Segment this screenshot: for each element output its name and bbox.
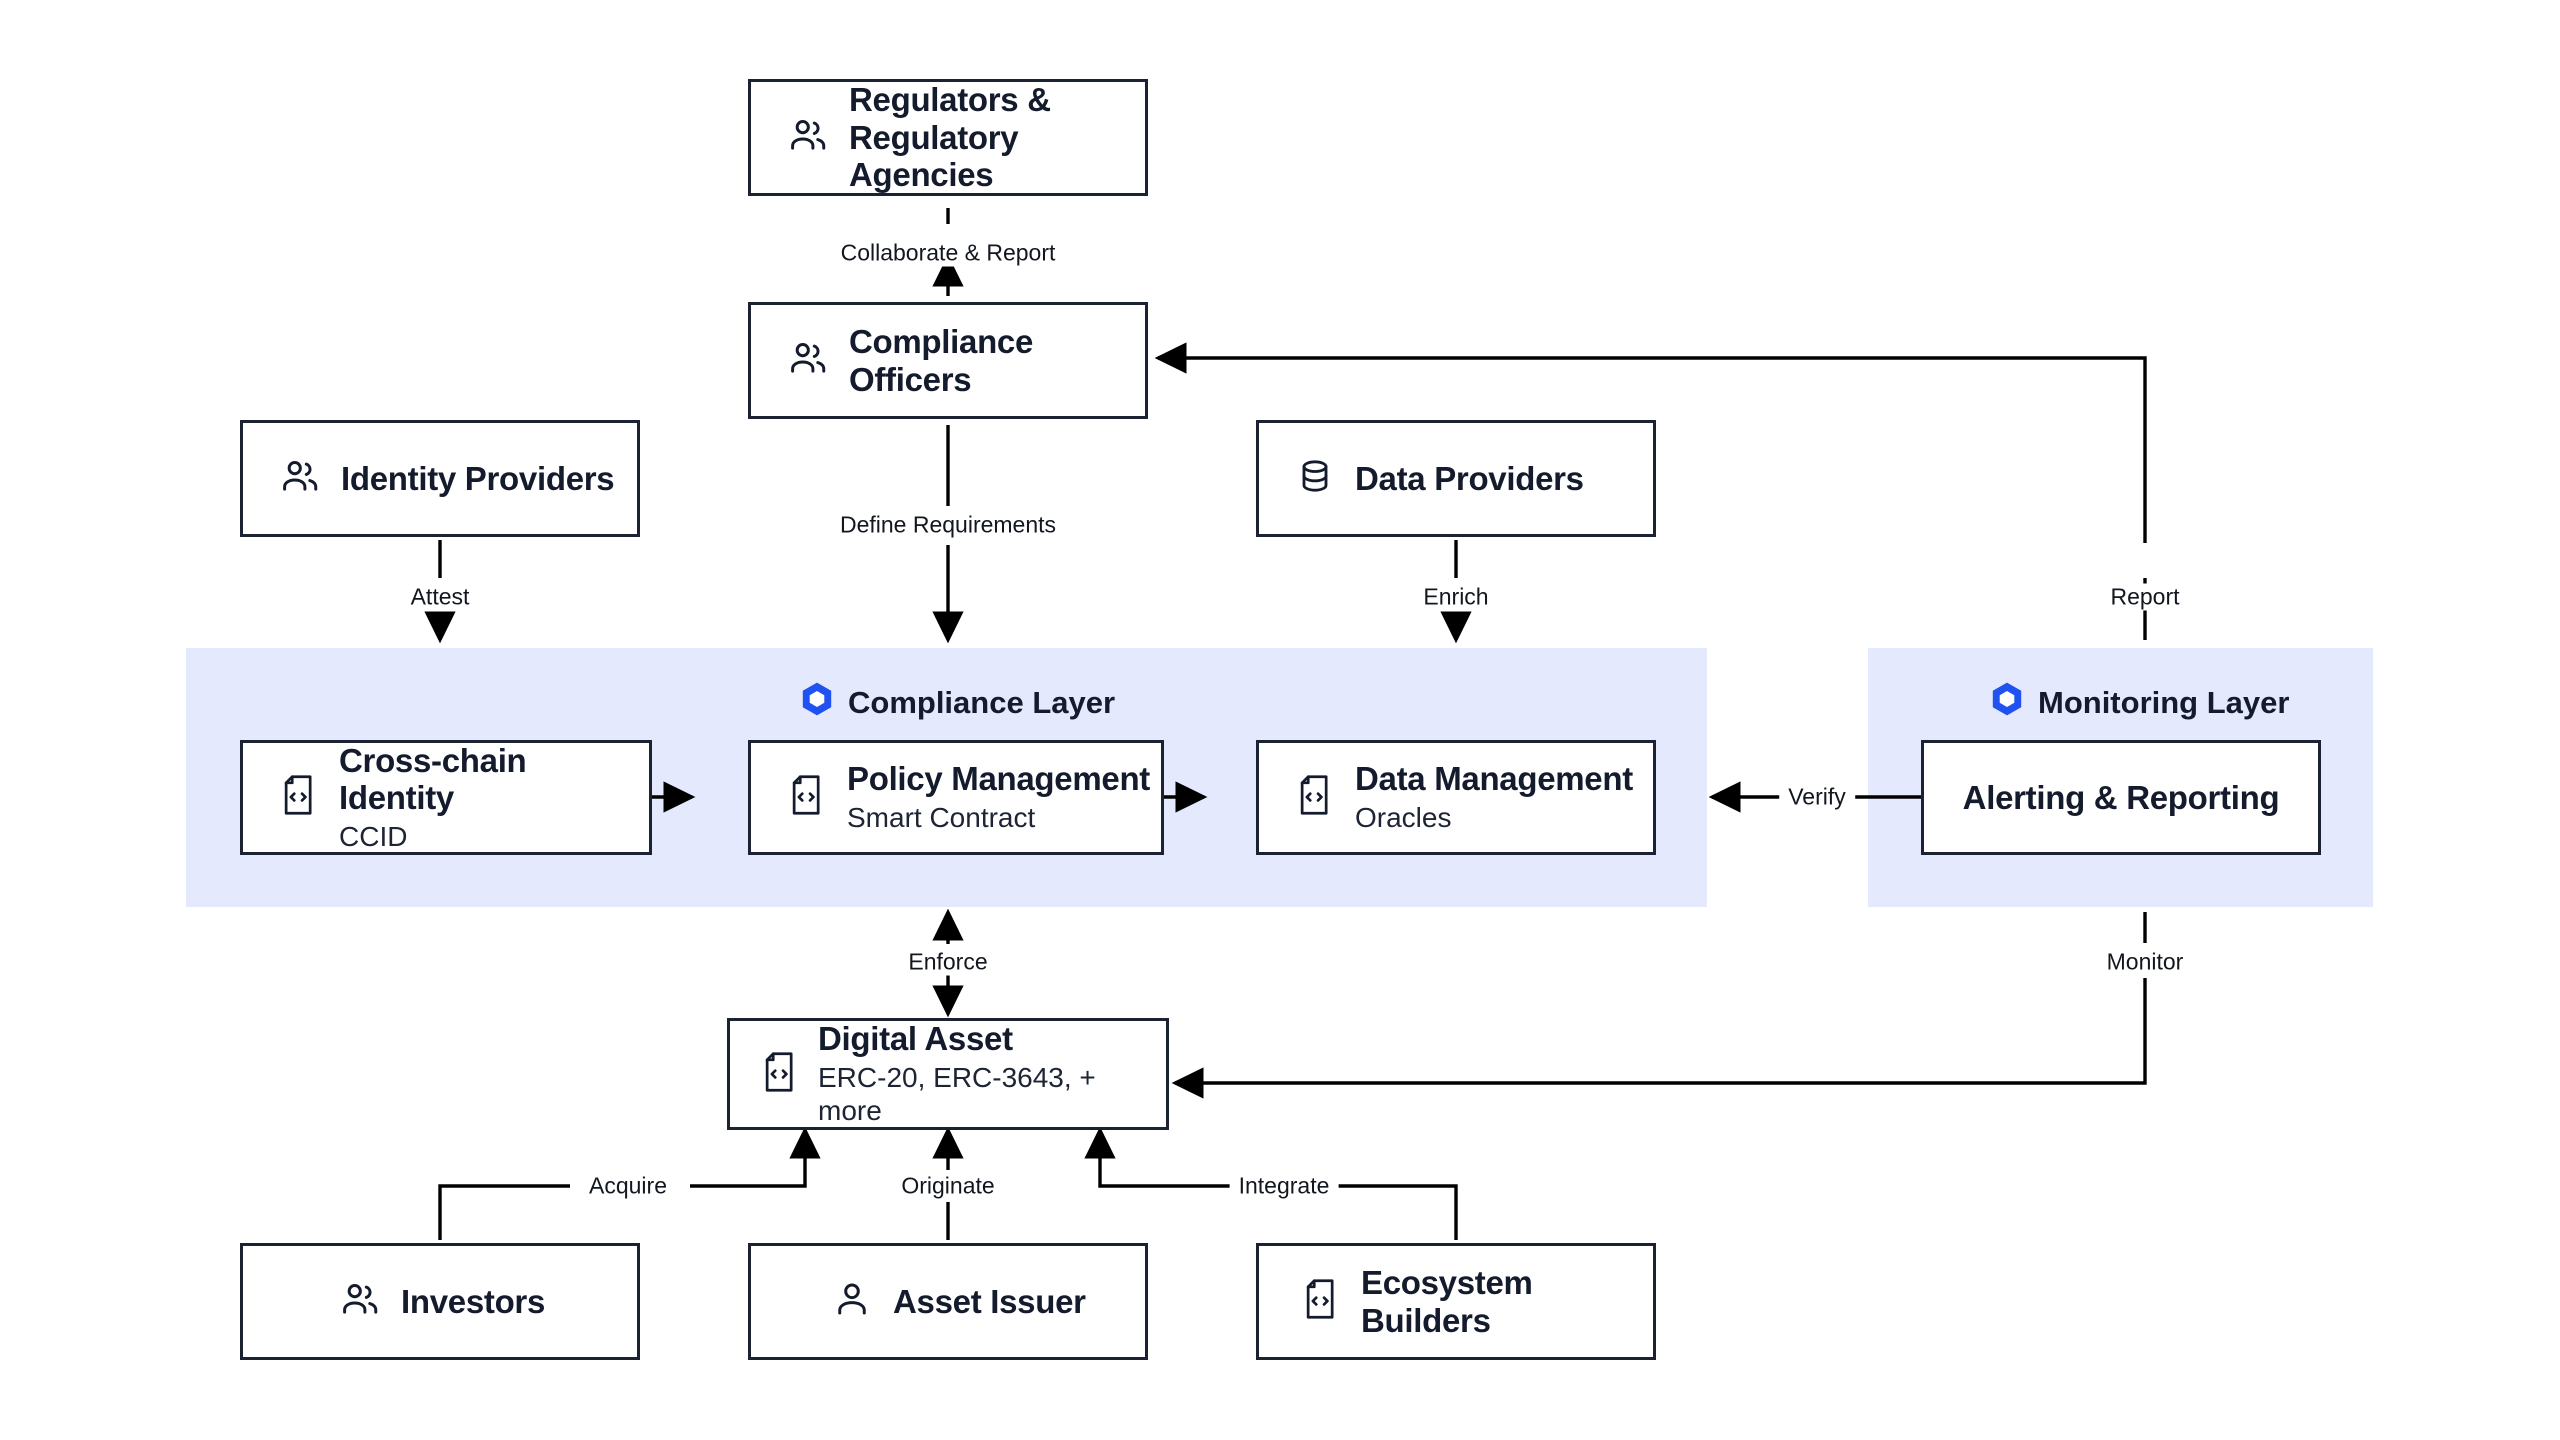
node-identity-providers[interactable]: Identity Providers bbox=[240, 420, 640, 537]
edge-label-collaborate-report: Collaborate & Report bbox=[831, 239, 1065, 267]
node-label: Data Providers bbox=[1355, 460, 1584, 498]
node-label: Alerting & Reporting bbox=[1963, 779, 2280, 817]
code-file-icon bbox=[787, 773, 827, 822]
node-title-line1: Regulators & bbox=[849, 81, 1051, 119]
node-ecosystem-builders[interactable]: Ecosystem Builders bbox=[1256, 1243, 1656, 1360]
node-cross-chain-identity[interactable]: Cross-chain Identity CCID bbox=[240, 740, 652, 855]
node-compliance-officers[interactable]: Compliance Officers bbox=[748, 302, 1148, 419]
node-title: Policy Management bbox=[847, 760, 1150, 798]
node-title: Investors bbox=[401, 1282, 546, 1320]
users-icon bbox=[787, 337, 829, 384]
hexagon-icon bbox=[800, 680, 834, 726]
node-label: Regulators & Regulatory Agencies bbox=[849, 81, 1145, 194]
database-icon bbox=[1295, 456, 1335, 501]
edge-label-acquire: Acquire bbox=[580, 1172, 676, 1200]
code-file-icon bbox=[279, 773, 319, 822]
node-title: Cross-chain Identity bbox=[339, 741, 527, 817]
node-digital-asset[interactable]: Digital Asset ERC-20, ERC-3643, + more bbox=[727, 1018, 1169, 1130]
code-file-icon bbox=[1295, 773, 1335, 822]
code-file-icon bbox=[760, 1050, 800, 1099]
users-icon bbox=[279, 455, 321, 502]
node-title: Asset Issuer bbox=[893, 1282, 1086, 1320]
node-label: Digital Asset ERC-20, ERC-3643, + more bbox=[818, 1020, 1166, 1128]
edge-label-define-requirements: Define Requirements bbox=[830, 511, 1066, 539]
node-title: Digital Asset bbox=[818, 1020, 1013, 1058]
node-investors[interactable]: Investors bbox=[240, 1243, 640, 1360]
edge-label-originate: Originate bbox=[892, 1172, 1004, 1200]
edge-label-integrate: Integrate bbox=[1229, 1172, 1339, 1200]
node-label: Ecosystem Builders bbox=[1361, 1264, 1653, 1339]
node-alerting-reporting[interactable]: Alerting & Reporting bbox=[1921, 740, 2321, 855]
edge-label-monitor: Monitor bbox=[2097, 948, 2193, 976]
node-title: Compliance Officers bbox=[849, 322, 1034, 398]
node-subtitle: ERC-20, ERC-3643, + more bbox=[818, 1061, 1096, 1127]
monitoring-layer-title: Monitoring Layer bbox=[1990, 680, 2289, 726]
node-label: Investors bbox=[401, 1283, 545, 1321]
edge-label-report: Report bbox=[2101, 583, 2189, 611]
code-file-icon bbox=[1301, 1277, 1341, 1326]
edge-label-enrich: Enrich bbox=[1414, 583, 1498, 611]
compliance-layer-label: Compliance Layer bbox=[848, 685, 1116, 720]
node-data-management[interactable]: Data Management Oracles bbox=[1256, 740, 1656, 855]
node-title: Alerting & Reporting bbox=[1962, 778, 2280, 816]
hexagon-icon bbox=[1990, 680, 2024, 726]
user-icon bbox=[831, 1278, 873, 1325]
node-subtitle: Oracles bbox=[1355, 802, 1452, 833]
node-label: Compliance Officers bbox=[849, 323, 1145, 398]
compliance-layer-title: Compliance Layer bbox=[800, 680, 1115, 726]
node-subtitle: CCID bbox=[339, 820, 408, 852]
node-regulators[interactable]: Regulators & Regulatory Agencies bbox=[748, 79, 1148, 196]
node-title: Identity Providers bbox=[341, 459, 615, 497]
edge-label-enforce: Enforce bbox=[899, 948, 997, 976]
node-policy-management[interactable]: Policy Management Smart Contract bbox=[748, 740, 1164, 855]
node-label: Policy Management Smart Contract bbox=[847, 760, 1150, 834]
node-label: Cross-chain Identity CCID bbox=[339, 742, 649, 854]
users-icon bbox=[339, 1278, 381, 1325]
node-title: Ecosystem Builders bbox=[1361, 1263, 1533, 1339]
node-title: Data Providers bbox=[1355, 459, 1584, 497]
node-subtitle: Smart Contract bbox=[847, 802, 1036, 833]
users-icon bbox=[787, 114, 829, 161]
edge-label-verify: Verify bbox=[1779, 783, 1855, 811]
node-data-providers[interactable]: Data Providers bbox=[1256, 420, 1656, 537]
node-title-line2: Regulatory Agencies bbox=[849, 118, 1019, 194]
node-asset-issuer[interactable]: Asset Issuer bbox=[748, 1243, 1148, 1360]
node-label: Data Management Oracles bbox=[1355, 760, 1633, 834]
node-label: Asset Issuer bbox=[893, 1283, 1086, 1321]
node-title: Data Management bbox=[1355, 760, 1633, 798]
monitoring-layer-label: Monitoring Layer bbox=[2038, 685, 2290, 720]
node-label: Identity Providers bbox=[341, 459, 615, 498]
edge-label-attest: Attest bbox=[401, 583, 479, 611]
